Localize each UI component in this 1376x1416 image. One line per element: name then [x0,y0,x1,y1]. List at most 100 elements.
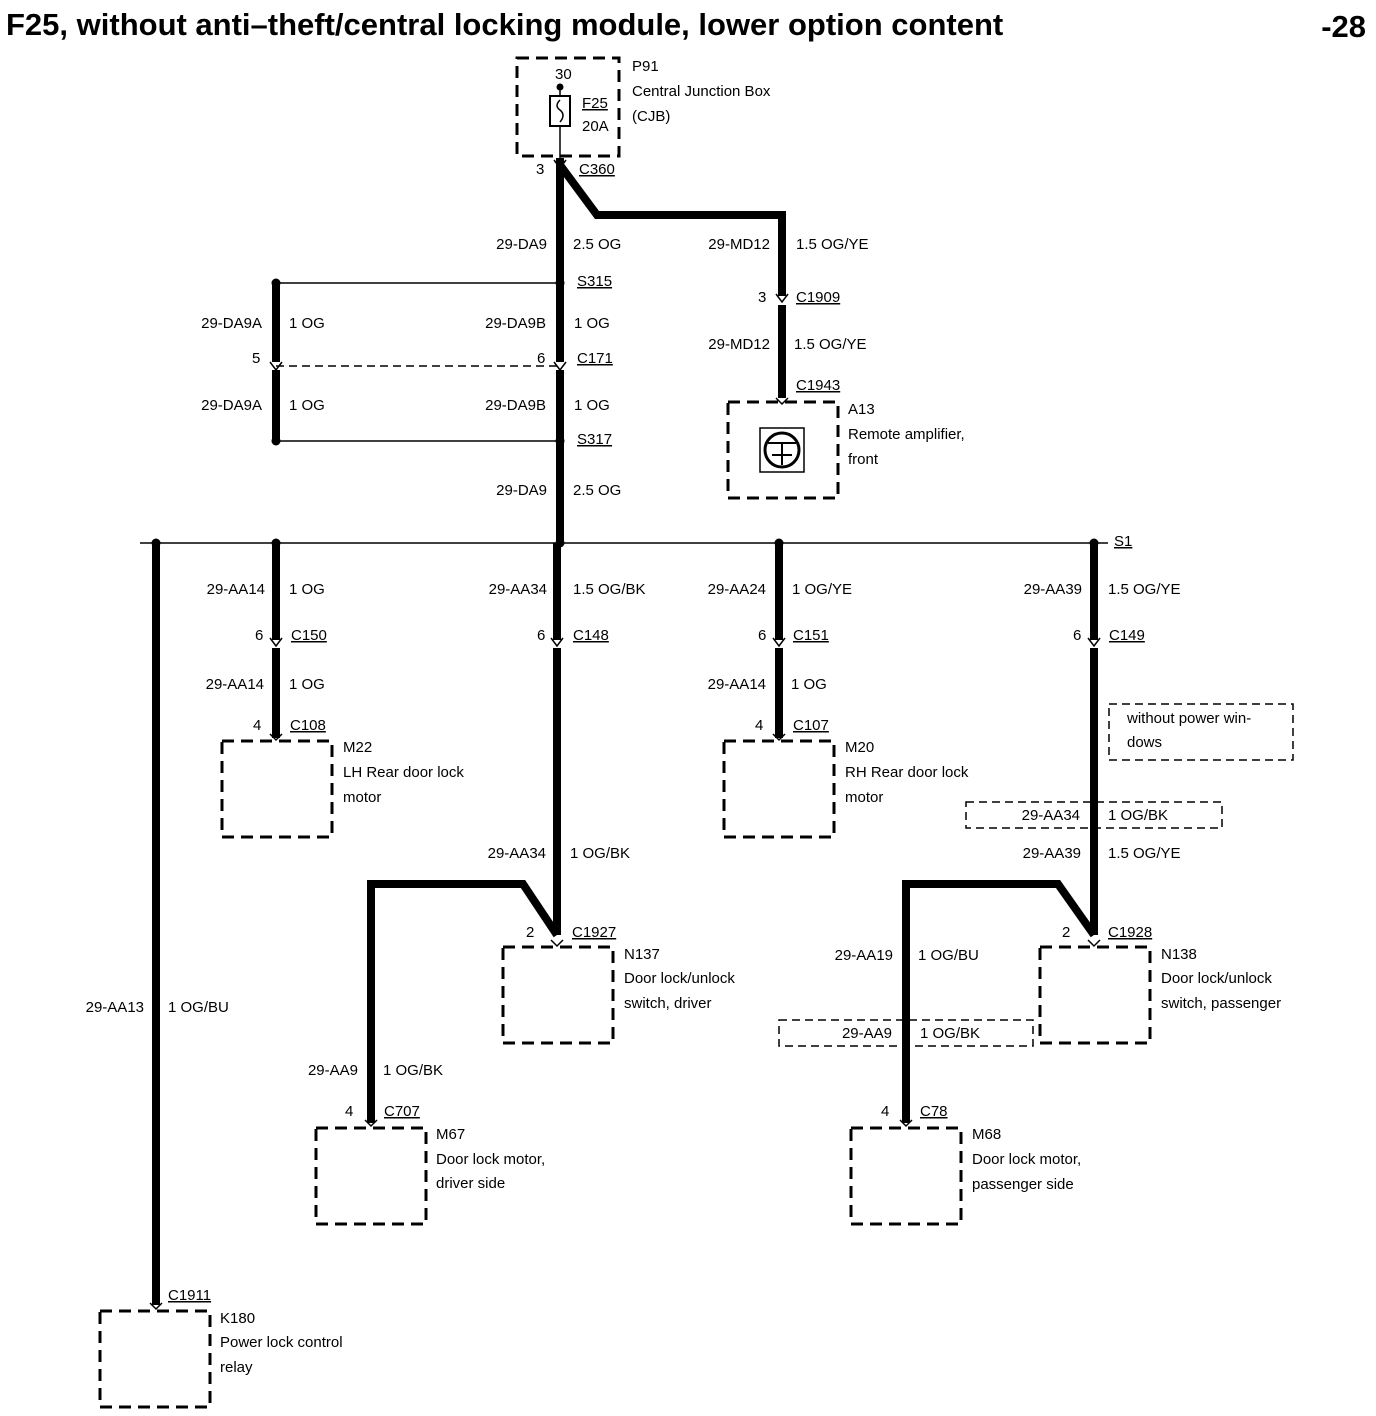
m22-box [220,739,334,839]
wire-spec: 2.5 OG [573,236,621,253]
c1943-connector-icon [775,397,789,406]
p91-name-2: (CJB) [632,108,670,125]
wire-code: 29-AA14 [708,676,766,693]
s315-label: S315 [577,273,612,290]
wire-code: 29-DA9B [485,397,546,414]
c1943-label: C1943 [796,377,840,394]
wire-code: 29-AA14 [207,581,265,598]
wire-spec: 1 OG [289,315,325,332]
c171-pin-left: 5 [252,350,260,367]
wire-code: 29-DA9B [485,315,546,332]
c171-label: C171 [577,350,613,367]
m20-name-2: motor [845,789,883,806]
c1911-connector-icon [149,1302,163,1311]
option-box-no-power-windows [1108,703,1294,761]
splice-dot [271,436,281,446]
wire-aa9 [367,880,561,1123]
wire-code: 29-DA9A [201,315,262,332]
wire-spec: 2.5 OG [573,482,621,499]
wire-spec: 1.5 OG/YE [796,236,869,253]
c171-connector-icon [269,361,283,372]
c1909-connector-icon [775,293,789,304]
m68-box [849,1126,963,1226]
c360-label: C360 [579,161,615,178]
wire-spec: 1 OG/YE [792,581,852,598]
fuse-rating: 20A [582,118,609,135]
option-text-2: dows [1127,734,1162,751]
c1928-pin: 2 [1062,924,1070,941]
p91-id: P91 [632,58,659,75]
wire-code: 29-DA9 [496,482,547,499]
c1911-label: C1911 [168,1287,211,1304]
splice-dot [555,436,565,446]
page-number: -28 [1321,9,1366,44]
c171-connector-icon [553,361,567,372]
m20-name: RH Rear door lock [845,764,969,781]
wire-code: 29-AA34 [488,845,546,862]
amplifier-frame [759,427,805,473]
a13-name: Remote amplifier, [848,426,965,443]
s317-label: S317 [577,431,612,448]
n137-name-2: switch, driver [624,995,712,1012]
m68-name: Door lock motor, [972,1151,1081,1168]
wire-spec: 1.5 OG/BK [573,581,646,598]
splice-dot [271,538,281,548]
c1909-label: C1909 [796,289,840,306]
wire-code: 29-AA39 [1023,845,1081,862]
c148-connector-icon [550,637,564,648]
p91-name: Central Junction Box [632,83,771,100]
c1928-connector-icon [1087,939,1101,948]
wire-spec: 1 OG/BK [920,1025,980,1042]
wire-spec: 1 OG [289,676,325,693]
m22-name-2: motor [343,789,381,806]
wire-code: 29-MD12 [708,336,770,353]
c707-connector-icon [364,1119,378,1128]
c707-pin: 4 [345,1103,353,1120]
c107-connector-icon [772,733,786,742]
n138-name-2: switch, passenger [1161,995,1281,1012]
splice-dot [555,278,565,288]
c150-pin: 6 [255,627,263,644]
n138-box [1038,945,1152,1045]
amplifier-icon-inner [768,442,796,465]
splice-dot [1089,538,1099,548]
splice-dot [774,538,784,548]
c148-pin: 6 [537,627,545,644]
wire-spec: 1 OG [289,397,325,414]
c148-label: C148 [573,627,609,644]
wire-code: 29-AA39 [1024,581,1082,598]
m20-box [722,739,836,839]
m20-id: M20 [845,739,874,756]
k180-box [98,1309,212,1409]
wire-spec: 1.5 OG/YE [794,336,867,353]
wire-spec: 1 OG/BU [918,947,979,964]
k180-name-2: relay [220,1359,253,1376]
wire-spec: 1 OG/BU [168,999,229,1016]
page-title: F25, without anti–theft/central locking … [6,7,1003,42]
n138-name: Door lock/unlock [1161,970,1272,987]
s1-label: S1 [1114,533,1132,550]
c151-pin: 6 [758,627,766,644]
m68-name-2: passenger side [972,1176,1074,1193]
c108-pin: 4 [253,717,261,734]
fuse-element [556,99,564,123]
c149-label: C149 [1109,627,1145,644]
wire-code: 29-AA19 [835,947,893,964]
c1927-pin: 2 [526,924,534,941]
m67-box [314,1126,428,1226]
c107-pin: 4 [755,717,763,734]
fuse-name: F25 [582,95,608,112]
wire-code: 29-AA34 [1022,807,1080,824]
c1928-label: C1928 [1108,924,1152,941]
c107-label: C107 [793,717,829,734]
wire-spec: 1.5 OG/YE [1108,581,1181,598]
wire-spec: 1 OG/BK [1108,807,1168,824]
wire-code: 29-AA34 [489,581,547,598]
wire-code: 29-AA9 [308,1062,358,1079]
c108-label: C108 [290,717,326,734]
wire-spec: 1.5 OG/YE [1108,845,1181,862]
c78-connector-icon [899,1119,913,1128]
a13-id: A13 [848,401,875,418]
splice-dot [271,278,281,288]
